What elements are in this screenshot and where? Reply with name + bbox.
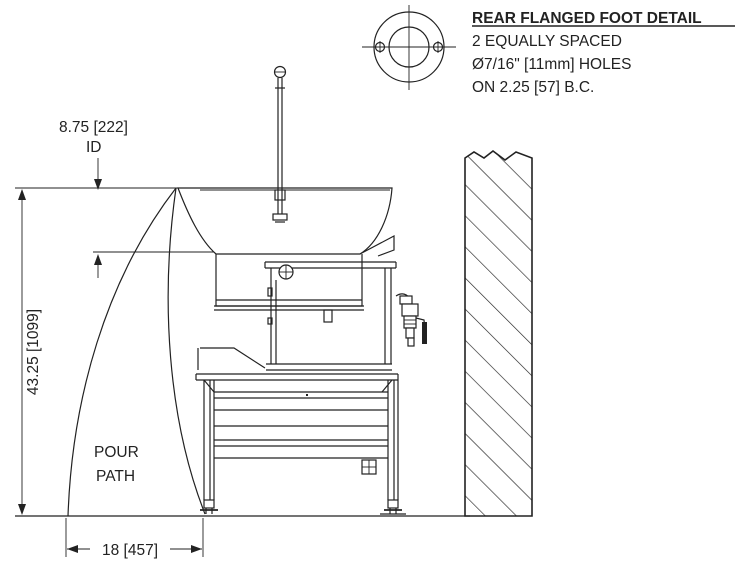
id-dimension-value: 8.75 [222] (59, 119, 128, 136)
detail-line-3: ON 2.25 [57] B.C. (472, 79, 594, 96)
id-dimension-label: ID (86, 139, 102, 156)
detail-line-1: 2 EQUALLY SPACED (472, 33, 622, 50)
pour-path (67, 187, 206, 517)
pour-path-line-1: POUR (94, 444, 139, 461)
depth-dimension-value: 18 [457] (102, 542, 158, 559)
height-dimension-value: 43.25 [1099] (25, 309, 42, 395)
detail-title: REAR FLANGED FOOT DETAIL (472, 10, 702, 27)
kettle-assembly (177, 65, 427, 364)
rear-wall (464, 149, 533, 517)
pour-path-line-2: PATH (96, 468, 135, 485)
depth-dimension (65, 518, 204, 557)
height-dimension (15, 187, 178, 515)
rear-flanged-foot-detail (362, 5, 456, 90)
id-dimension-arrow (93, 158, 216, 278)
detail-line-2: Ø7/16" [11mm] HOLES (472, 56, 631, 73)
kettle-stand (195, 347, 406, 515)
